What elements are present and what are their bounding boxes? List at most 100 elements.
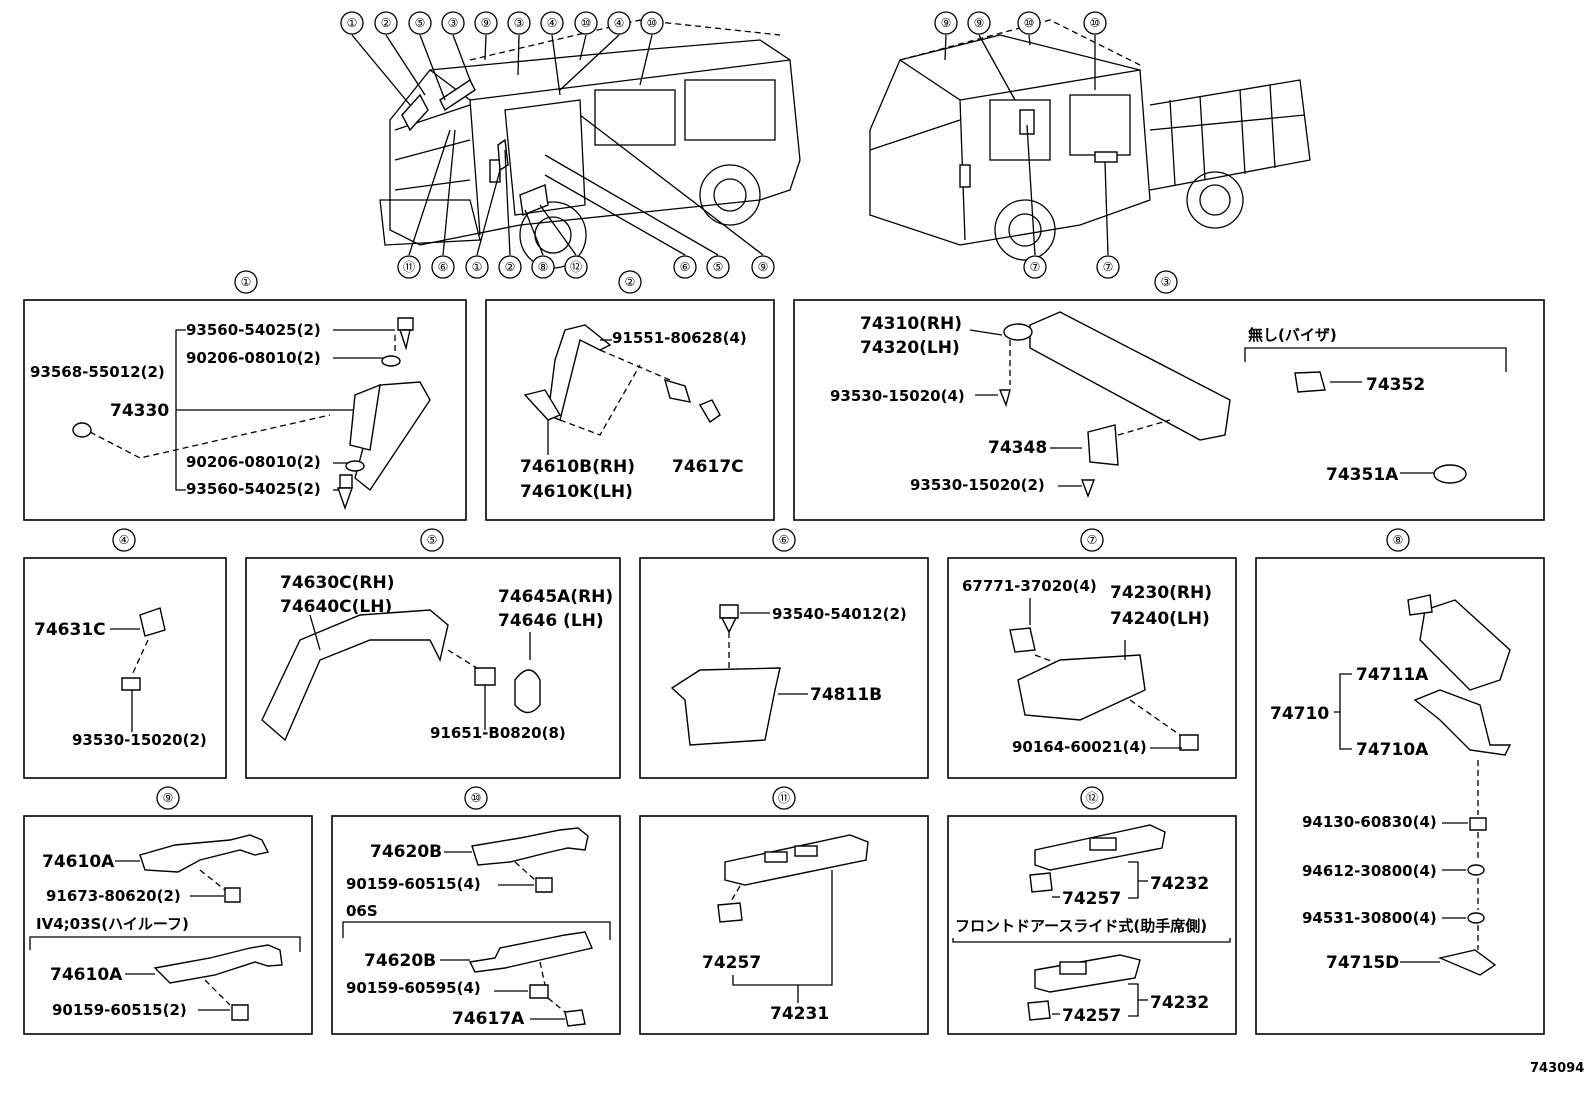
callout: ⑤ bbox=[415, 16, 426, 30]
part-number: 93560-54025(2) bbox=[186, 321, 321, 339]
callout: ⑩ bbox=[1090, 16, 1101, 30]
panel-label: ② bbox=[625, 275, 636, 289]
panel-note: 無し(バイザ) bbox=[1248, 326, 1337, 344]
part-number: 74257 bbox=[1062, 1006, 1121, 1026]
callout: ⑩ bbox=[647, 16, 658, 30]
callout: ⑫ bbox=[570, 260, 582, 274]
panel-label: ⑨ bbox=[163, 791, 174, 805]
panel-9: ⑨ 74610A 91673-80620(2) IV4;03S(ハイルーフ) 7… bbox=[23, 786, 313, 1035]
part-number: 74640C(LH) bbox=[280, 597, 392, 617]
callout: ⑩ bbox=[1024, 16, 1035, 30]
callout: ⑨ bbox=[758, 260, 769, 274]
part-number: 74320(LH) bbox=[860, 338, 960, 358]
part-number: 94531-30800(4) bbox=[1302, 909, 1437, 927]
part-number: 74257 bbox=[702, 953, 761, 973]
truck-illustration bbox=[869, 19, 1311, 261]
callout: ⑩ bbox=[581, 16, 592, 30]
part-number: 90159-60595(4) bbox=[346, 979, 481, 997]
callout: ⑪ bbox=[403, 260, 415, 274]
part-number: 74610B(RH) bbox=[520, 457, 635, 477]
panel-6: ⑥ 93540-54012(2) 74811B bbox=[639, 528, 929, 779]
part-number: 74348 bbox=[988, 438, 1047, 458]
part-number: 74620B bbox=[364, 951, 436, 971]
panel-label: ⑥ bbox=[779, 533, 790, 547]
part-number: 93530-15020(2) bbox=[910, 476, 1045, 494]
callouts-top-right: ⑨ ⑨ ⑩ ⑩ bbox=[934, 11, 1107, 35]
callout: ⑤ bbox=[713, 260, 724, 274]
panel-7: ⑦ 67771-37020(4) 74230(RH) 74240(LH) 901… bbox=[947, 528, 1237, 779]
part-number: 74710A bbox=[1356, 740, 1429, 760]
panel-4: ④ 74631C 93530-15020(2) bbox=[23, 528, 227, 779]
part-number: 74351A bbox=[1326, 465, 1399, 485]
callout: ② bbox=[505, 260, 516, 274]
part-number: 91551-80628(4) bbox=[612, 329, 747, 347]
part-number: 74232 bbox=[1150, 874, 1209, 894]
part-number: 74330 bbox=[110, 401, 169, 421]
callout: ④ bbox=[614, 16, 625, 30]
part-number: 74715D bbox=[1326, 953, 1399, 973]
panel-11: ⑪ 74257 74231 bbox=[639, 786, 929, 1035]
part-number: 74610K(LH) bbox=[520, 482, 633, 502]
part-number: 74257 bbox=[1062, 889, 1121, 909]
panel-label: ⑧ bbox=[1393, 533, 1404, 547]
callout: ⑦ bbox=[1030, 260, 1041, 274]
part-number: 67771-37020(4) bbox=[962, 577, 1097, 595]
panel-label: ⑤ bbox=[427, 533, 438, 547]
callout: ① bbox=[472, 260, 483, 274]
panel-10: ⑩ 74620B 90159-60515(4) 06S 74620B 90159… bbox=[331, 786, 621, 1035]
diagram-id: 743094 bbox=[1530, 1061, 1584, 1076]
part-number: 94612-30800(4) bbox=[1302, 862, 1437, 880]
callout: ⑨ bbox=[941, 16, 952, 30]
panel-label: ① bbox=[241, 275, 252, 289]
part-number: 74230(RH) bbox=[1110, 583, 1212, 603]
panel-note: IV4;03S(ハイルーフ) bbox=[36, 915, 189, 933]
callout: ① bbox=[347, 16, 358, 30]
callouts-bottom-left: ⑪ ⑥ ① ② ⑧ ⑫ ⑥ ⑤ ⑨ bbox=[397, 255, 775, 279]
panel-label: ⑪ bbox=[778, 791, 790, 805]
callouts-bottom-right: ⑦ ⑦ bbox=[1023, 255, 1120, 279]
van-illustration bbox=[379, 19, 801, 269]
callout: ⑦ bbox=[1103, 260, 1114, 274]
panel-note: 06S bbox=[346, 902, 378, 920]
part-number: 74232 bbox=[1150, 993, 1209, 1013]
part-number: 90206-08010(2) bbox=[186, 349, 321, 367]
part-number: 74352 bbox=[1366, 375, 1425, 395]
part-number: 93568-55012(2) bbox=[30, 363, 165, 381]
part-number: 74631C bbox=[34, 620, 106, 640]
part-number: 90159-60515(2) bbox=[52, 1001, 187, 1019]
part-number: 74630C(RH) bbox=[280, 573, 394, 593]
panel-label: ③ bbox=[1161, 275, 1172, 289]
part-number: 91651-B0820(8) bbox=[430, 724, 566, 742]
panel-label: ④ bbox=[119, 533, 130, 547]
part-number: 74620B bbox=[370, 842, 442, 862]
panel-1: ① 93560-54025(2) 90206-08010(2) 93568-55… bbox=[23, 270, 467, 521]
part-number: 93560-54025(2) bbox=[186, 480, 321, 498]
panel-note: フロントドアースライド式(助手席側) bbox=[955, 917, 1207, 935]
part-number: 74231 bbox=[770, 1004, 829, 1024]
part-number: 91673-80620(2) bbox=[46, 887, 181, 905]
part-number: 74240(LH) bbox=[1110, 609, 1210, 629]
part-number: 90159-60515(4) bbox=[346, 875, 481, 893]
callout: ⑨ bbox=[974, 16, 985, 30]
part-number: 74610A bbox=[42, 852, 115, 872]
part-number: 74711A bbox=[1356, 665, 1429, 685]
panel-label: ⑫ bbox=[1086, 791, 1098, 805]
panel-3: ③ 74310(RH) 74320(LH) 93530-15020(4) 743… bbox=[793, 270, 1545, 521]
panel-12: ⑫ 74257 74232 フロントドアースライド式(助手席側) 74257 7… bbox=[947, 786, 1237, 1035]
callout: ④ bbox=[547, 16, 558, 30]
panel-5: ⑤ 74630C(RH) 74640C(LH) 74645A(RH) 74646… bbox=[245, 528, 621, 779]
callout: ⑥ bbox=[438, 260, 449, 274]
part-number: 74617A bbox=[452, 1009, 525, 1029]
panel-label: ⑩ bbox=[471, 791, 482, 805]
part-number: 93540-54012(2) bbox=[772, 605, 907, 623]
part-number: 93530-15020(4) bbox=[830, 387, 965, 405]
callout: ⑨ bbox=[481, 16, 492, 30]
callout: ② bbox=[381, 16, 392, 30]
part-number: 93530-15020(2) bbox=[72, 731, 207, 749]
part-number: 74646 (LH) bbox=[498, 611, 604, 631]
part-number: 90164-60021(4) bbox=[1012, 738, 1147, 756]
part-number: 74310(RH) bbox=[860, 314, 962, 334]
callouts-top-left: ① ② ⑤ ③ ⑨ ③ ④ ⑩ ④ ⑩ bbox=[340, 11, 664, 35]
part-number: 74811B bbox=[810, 685, 882, 705]
